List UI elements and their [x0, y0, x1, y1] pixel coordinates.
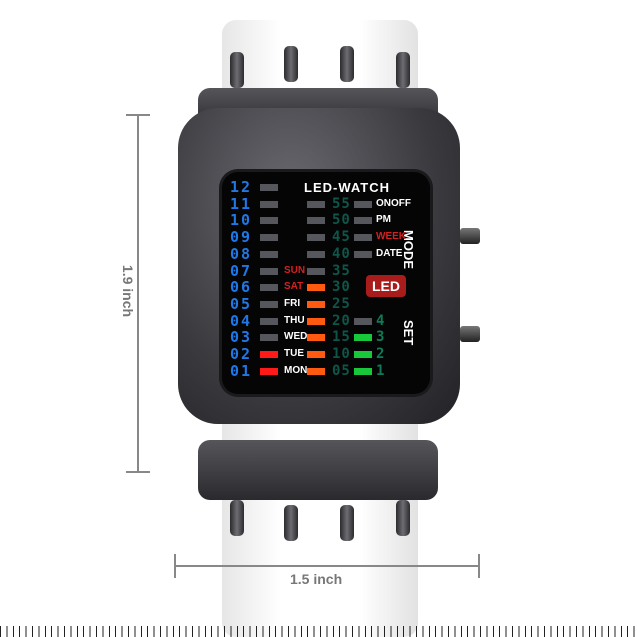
minute-digits: 25	[332, 295, 351, 312]
day-label: WED	[284, 331, 308, 343]
minute-digits: 05	[332, 362, 351, 379]
strap-link	[396, 52, 410, 88]
day-bar	[307, 351, 325, 358]
hour-bar	[260, 267, 278, 275]
minute-digits: 50	[332, 212, 351, 229]
day-bar	[307, 334, 325, 342]
day-bar	[307, 317, 325, 325]
brand-label: LED-WATCH	[304, 180, 391, 195]
set-label: SET	[401, 320, 416, 346]
day-bar	[307, 267, 325, 275]
strap-link	[230, 52, 244, 88]
strap-link	[340, 46, 354, 82]
second-digit: 2	[376, 346, 386, 362]
width-dimension-cap	[478, 554, 480, 578]
hour-digits: 10	[230, 211, 253, 230]
day-bar	[307, 200, 325, 208]
strap-link	[230, 500, 244, 536]
width-dimension-line	[174, 565, 480, 567]
ruler	[0, 626, 637, 637]
mode-option-label: DATE	[376, 247, 403, 259]
day-label: SUN	[284, 264, 306, 276]
day-label: MON	[284, 364, 308, 376]
day-label: TUE	[284, 348, 304, 359]
day-label: THU	[284, 314, 305, 326]
minute-bar	[354, 334, 372, 342]
minute-bar	[354, 200, 372, 208]
minute-digits: 40	[332, 245, 351, 262]
height-dimension-cap	[126, 471, 150, 473]
strap-link	[284, 505, 298, 541]
hour-digits: 08	[230, 244, 253, 263]
hour-digits: 04	[230, 311, 253, 330]
day-label: FRI	[284, 297, 301, 309]
hour-bar	[260, 200, 278, 208]
watch-lug-bottom	[198, 440, 438, 500]
height-dimension-line	[137, 114, 139, 472]
width-label: 1.5 inch	[290, 571, 343, 587]
strap-link	[340, 505, 354, 541]
hour-digits: 09	[230, 228, 253, 247]
day-bar	[307, 300, 325, 308]
day-bar	[307, 367, 325, 375]
set-button[interactable]	[460, 326, 480, 342]
day-label: SAT	[284, 281, 304, 293]
hour-digits: 03	[230, 328, 253, 347]
hour-digits: 12	[230, 178, 253, 196]
hour-bar	[260, 250, 278, 258]
minute-bar	[354, 217, 372, 225]
hour-bar	[260, 334, 278, 342]
hour-bar	[260, 217, 278, 225]
led-logo: LED	[366, 275, 406, 297]
minute-bar	[354, 317, 372, 325]
minute-digits: 55	[332, 195, 351, 212]
strap-link	[284, 46, 298, 82]
hour-bar	[260, 351, 278, 358]
minute-digits: 30	[332, 279, 351, 296]
hour-digits: 02	[230, 345, 253, 363]
day-bar	[307, 250, 325, 258]
minute-bar	[354, 234, 372, 242]
hour-bar	[260, 317, 278, 325]
watch-strap-bottom	[222, 400, 418, 637]
mode-option-label: WEEK	[376, 231, 406, 243]
minute-digits: 15	[332, 329, 351, 346]
hour-digits: 07	[230, 261, 253, 280]
hour-bar	[260, 234, 278, 242]
hour-digits: 05	[230, 294, 253, 313]
minute-digits: 10	[332, 346, 351, 362]
minute-digits: 45	[332, 229, 351, 246]
minute-digits: 20	[332, 312, 351, 329]
mode-option-label: PM	[376, 214, 391, 226]
minute-bar	[354, 250, 372, 258]
height-dimension-cap	[126, 114, 150, 116]
height-label: 1.9 inch	[120, 264, 136, 318]
width-dimension-cap	[174, 554, 176, 578]
hour-bar	[260, 367, 278, 375]
hour-bar	[260, 284, 278, 292]
hour-bar	[260, 184, 278, 191]
minute-bar	[354, 351, 372, 358]
second-digit: 4	[376, 312, 386, 329]
day-bar	[307, 217, 325, 225]
mode-option-label: ONOFF	[376, 197, 411, 209]
hour-bar	[260, 300, 278, 308]
strap-link	[396, 500, 410, 536]
day-bar	[307, 284, 325, 292]
hour-digits: 11	[230, 194, 253, 213]
minute-digits: 35	[332, 262, 351, 279]
mode-button[interactable]	[460, 228, 480, 244]
minute-bar	[354, 367, 372, 375]
hour-digits: 06	[230, 278, 253, 297]
hour-digits: 01	[230, 361, 253, 380]
second-digit: 3	[376, 329, 386, 346]
day-bar	[307, 234, 325, 242]
second-digit: 1	[376, 362, 386, 379]
